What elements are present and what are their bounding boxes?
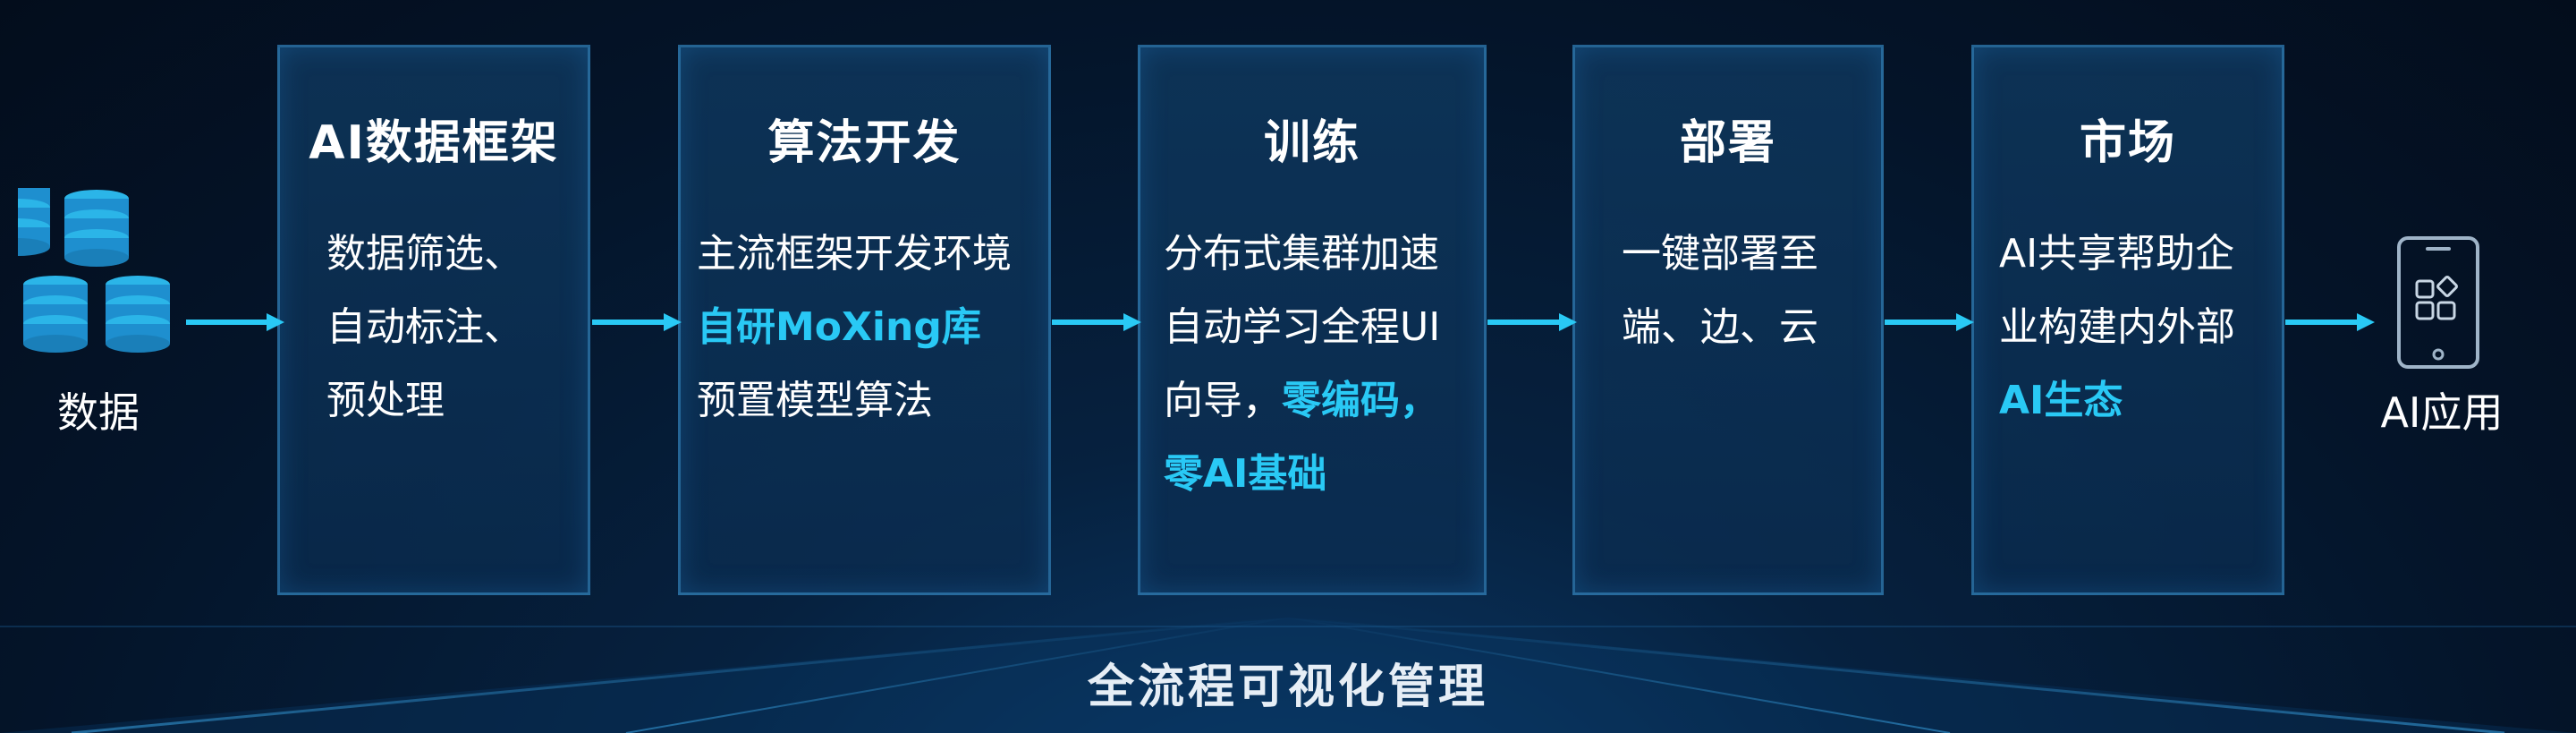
stage-line: 自动标注、 xyxy=(326,304,523,350)
stage-title: 市场 xyxy=(2079,116,2176,170)
stage-line-highlight: 自研MoXing库 xyxy=(697,304,981,350)
stage-line-highlight: 零AI基础 xyxy=(1164,451,1327,497)
stage-line: 端、边、云 xyxy=(1622,304,1818,350)
stage-line: AI共享帮助企 xyxy=(1999,231,2235,277)
stage-card-training: 训练 分布式集群加速 自动学习全程UI 向导，零编码， 零AI基础 xyxy=(1138,45,1487,595)
stage-card-ai-data-framework: AI数据框架 数据筛选、 自动标注、 预处理 xyxy=(277,45,590,595)
stage-line: 一键部署至 xyxy=(1622,231,1818,277)
stage-line: 自动学习全程UI xyxy=(1164,304,1441,350)
stage-title: 训练 xyxy=(1263,116,1360,170)
output-label: AI应用 xyxy=(2380,388,2504,437)
flow-arrow-icon xyxy=(592,311,682,331)
database-stack-icon xyxy=(0,179,179,371)
stage-line: 预置模型算法 xyxy=(697,378,933,423)
flow-arrow-icon xyxy=(1052,311,1141,331)
stage-card-algorithm-development: 算法开发 主流框架开发环境 自研MoXing库 预置模型算法 xyxy=(678,45,1051,595)
stage-line: 向导，零编码， xyxy=(1164,364,1440,438)
stage-card-deployment: 部署 一键部署至 端、边、云 xyxy=(1572,45,1884,595)
flow-arrow-icon xyxy=(2285,311,2375,331)
stage-line-highlight: AI生态 xyxy=(1999,378,2123,423)
stage-line: 主流框架开发环境 xyxy=(697,231,1012,277)
stage-line: 分布式集群加速 xyxy=(1164,231,1439,277)
flow-arrow-icon xyxy=(186,311,284,331)
phone-app-icon xyxy=(2395,234,2481,374)
stage-title: 部署 xyxy=(1679,116,1776,170)
footer-caption: 全流程可视化管理 xyxy=(1087,661,1488,714)
stage-card-market: 市场 AI共享帮助企 业构建内外部 AI生态 xyxy=(1971,45,2284,595)
flow-arrow-icon xyxy=(1885,311,1974,331)
stage-title: AI数据框架 xyxy=(309,116,559,170)
flow-arrow-icon xyxy=(1487,311,1577,331)
stage-line: 预处理 xyxy=(326,378,445,423)
stage-line: 数据筛选、 xyxy=(326,231,523,277)
input-label: 数据 xyxy=(57,388,140,437)
stage-line: 业构建内外部 xyxy=(1999,304,2235,350)
stage-line-highlight: 零编码， xyxy=(1282,378,1439,423)
stage-line-text: 向导， xyxy=(1164,378,1282,423)
stage-title: 算法开发 xyxy=(767,116,962,170)
